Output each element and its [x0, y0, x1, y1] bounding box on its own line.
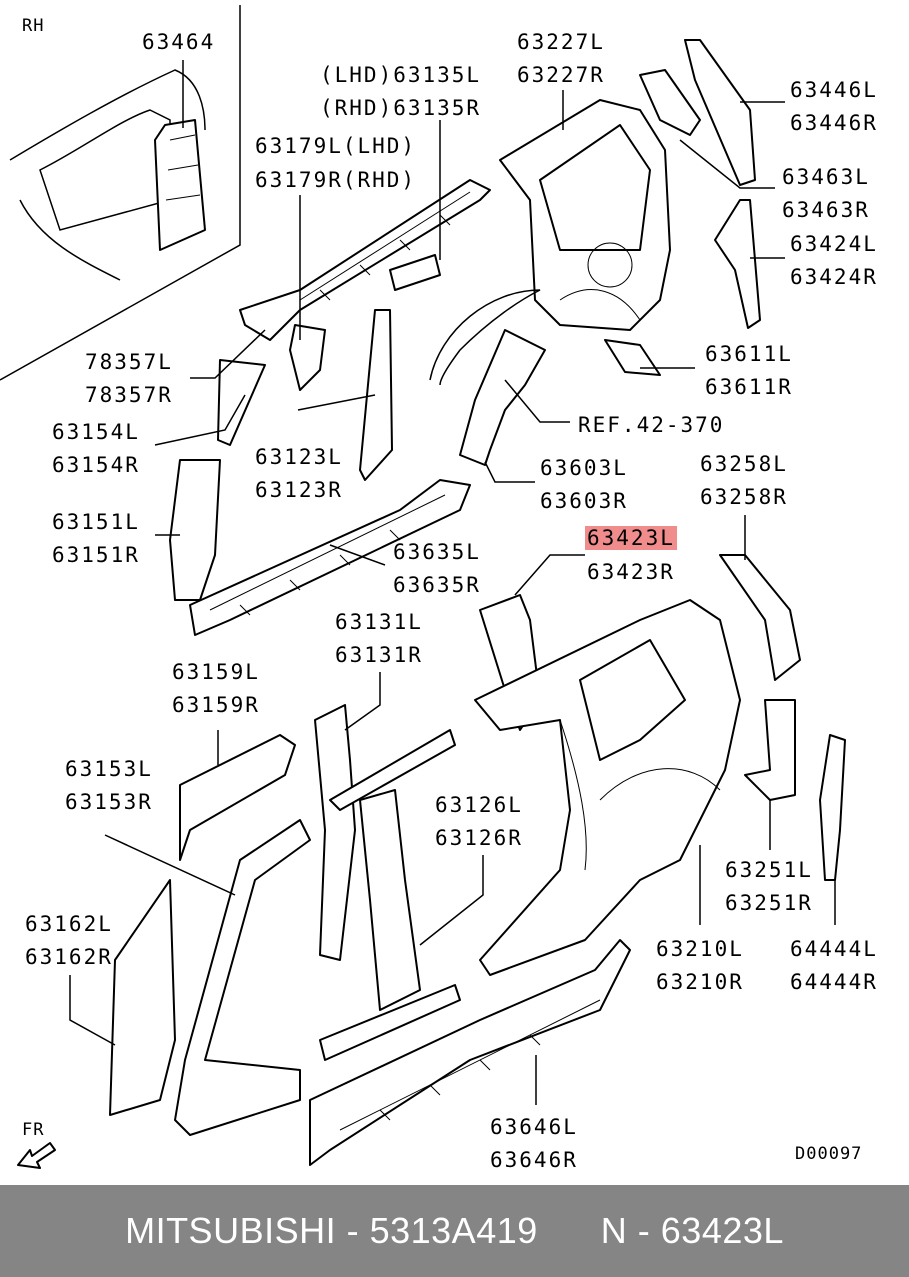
label-63646R[interactable]: 63646R — [490, 1148, 578, 1172]
label-63463L[interactable]: 63463L — [782, 165, 870, 189]
label-63135L[interactable]: (LHD)63135L — [320, 63, 482, 87]
diagram-code: D00097 — [795, 1144, 863, 1164]
lower-sills — [309, 939, 631, 1166]
footer-bar: MITSUBISHI - 5313A419 N - 63423L — [0, 1185, 909, 1277]
footer-brand: MITSUBISHI — [125, 1210, 337, 1251]
label-63646L[interactable]: 63646L — [490, 1115, 578, 1139]
parts-diagram: RH 63464 63227L 63227R (LHD)63135L (RHD)… — [0, 5, 878, 1172]
label-63159L[interactable]: 63159L — [172, 660, 260, 684]
label-78357L[interactable]: 78357L — [85, 350, 173, 374]
label-63179L[interactable]: 63179L(LHD) — [255, 134, 417, 158]
label-63258L[interactable]: 63258L — [700, 452, 788, 476]
label-63153R[interactable]: 63153R — [65, 790, 153, 814]
quarter-inner-panel — [499, 99, 671, 331]
label-63611R[interactable]: 63611R — [705, 375, 793, 399]
label-63162L[interactable]: 63162L — [25, 912, 113, 936]
label-63446R[interactable]: 63446R — [790, 111, 878, 135]
label-63151L[interactable]: 63151L — [52, 510, 140, 534]
label-63611L[interactable]: 63611L — [705, 342, 793, 366]
label-63210L[interactable]: 63210L — [656, 937, 744, 961]
front-pillar-lower — [109, 704, 456, 1136]
footer-separator: - — [336, 1210, 370, 1251]
label-63635R[interactable]: 63635R — [393, 573, 481, 597]
diagram-drawing — [0, 5, 846, 1169]
label-63258R[interactable]: 63258R — [700, 485, 788, 509]
footer-gap — [538, 1210, 601, 1252]
label-63159R[interactable]: 63159R — [172, 693, 260, 717]
label-63227R[interactable]: 63227R — [517, 63, 605, 87]
label-63131R[interactable]: 63131R — [335, 643, 423, 667]
label-63135R[interactable]: (RHD)63135R — [320, 96, 482, 120]
footer-text: MITSUBISHI - 5313A419 N - 63423L — [0, 1185, 909, 1277]
label-63162R[interactable]: 63162R — [25, 945, 113, 969]
label-63446L[interactable]: 63446L — [790, 78, 878, 102]
label-63126L[interactable]: 63126L — [435, 793, 523, 817]
label-63603R[interactable]: 63603R — [540, 489, 628, 513]
part-63464-shape — [154, 119, 206, 251]
label-63424L[interactable]: 63424L — [790, 232, 878, 256]
label-63131L[interactable]: 63131L — [335, 610, 423, 634]
leader-lines — [69, 60, 836, 1105]
side-sill-inner — [189, 479, 471, 636]
reference-label[interactable]: REF.42-370 — [578, 413, 725, 437]
label-63126R[interactable]: 63126R — [435, 826, 523, 850]
inset-view — [0, 5, 241, 381]
label-63154L[interactable]: 63154L — [52, 420, 140, 444]
body-side-outer — [474, 599, 741, 976]
label-63603L[interactable]: 63603L — [540, 456, 628, 480]
label-63123R[interactable]: 63123R — [255, 478, 343, 502]
label-63464[interactable]: 63464 — [142, 30, 216, 54]
label-63251R[interactable]: 63251R — [725, 891, 813, 915]
label-63251L[interactable]: 63251L — [725, 858, 813, 882]
label-64444R[interactable]: 64444R — [790, 970, 878, 994]
label-64444L[interactable]: 64444L — [790, 937, 878, 961]
label-63227L[interactable]: 63227L — [517, 30, 605, 54]
label-63423L-highlighted[interactable]: 63423L — [585, 526, 677, 550]
label-78357R[interactable]: 78357R — [85, 383, 173, 407]
corner-label: RH — [22, 16, 45, 36]
label-63210R[interactable]: 63210R — [656, 970, 744, 994]
right-upper-parts — [604, 39, 761, 376]
label-63179R[interactable]: 63179R(RHD) — [255, 168, 417, 192]
label-63153L[interactable]: 63153L — [65, 757, 153, 781]
label-63151R[interactable]: 63151R — [52, 543, 140, 567]
footer-part-number: 5313A419 — [369, 1210, 538, 1251]
label-63463R[interactable]: 63463R — [782, 198, 870, 222]
label-63635L[interactable]: 63635L — [393, 540, 481, 564]
front-direction-arrow-icon — [17, 1142, 56, 1169]
wheel-house — [429, 289, 546, 466]
label-63154R[interactable]: 63154R — [52, 453, 140, 477]
label-63123L[interactable]: 63123L — [255, 445, 343, 469]
label-63423R[interactable]: 63423R — [587, 560, 675, 584]
center-pillars — [169, 309, 393, 601]
roof-rail — [239, 179, 491, 341]
direction-label: FR — [22, 1120, 45, 1140]
footer-ref: N - 63423L — [600, 1210, 784, 1251]
label-63424R[interactable]: 63424R — [790, 265, 878, 289]
